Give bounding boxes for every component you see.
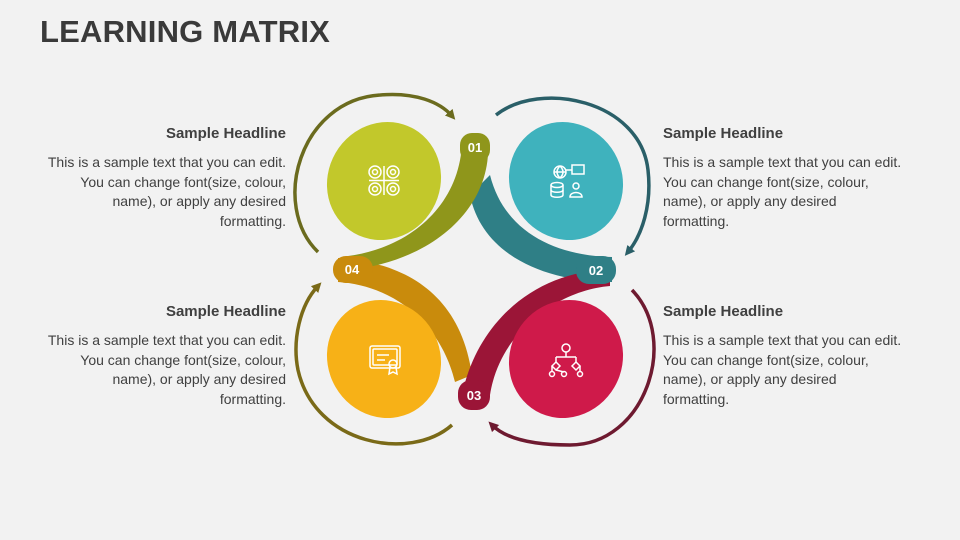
step-4-text-block: Sample Headline This is a sample text th… [46, 303, 286, 409]
step-3-headline: Sample Headline [663, 303, 784, 320]
step-4-arrow [294, 282, 454, 446]
step-3-badge: 03 [458, 380, 490, 410]
step-4-headline: Sample Headline [165, 303, 286, 320]
step-2-badge: 02 [576, 256, 616, 284]
step-2-text-block: Sample Headline This is a sample text th… [663, 125, 903, 231]
step-2-body: This is a sample text that you can edit.… [663, 154, 902, 229]
step-3-ribbon [462, 270, 610, 395]
step-2-oval [508, 121, 624, 241]
step-3-arrow [488, 288, 656, 447]
network-circles-icon [368, 165, 400, 196]
step-1-arrow [293, 92, 456, 254]
step-2-headline: Sample Headline [663, 125, 784, 142]
step-2-ribbon [470, 175, 612, 282]
step-1-headline: Sample Headline [165, 125, 286, 142]
step-3-number: 03 [467, 388, 481, 403]
data-sharing-icon [550, 164, 585, 198]
step-4-body: This is a sample text that you can edit.… [47, 332, 286, 407]
page-title: LEARNING MATRIX [40, 14, 331, 49]
certificate-icon [369, 345, 401, 376]
step-2-arrow [494, 96, 651, 256]
step-1-number: 01 [468, 140, 482, 155]
step-4-number: 04 [345, 262, 360, 277]
step-3-body: This is a sample text that you can edit.… [663, 332, 902, 407]
step-1-badge: 01 [460, 133, 490, 162]
hierarchy-tree-icon [548, 343, 584, 378]
step-3-text-block: Sample Headline This is a sample text th… [663, 303, 903, 409]
step-3-oval [508, 299, 624, 419]
step-2-number: 02 [589, 263, 603, 278]
step-1-text-block: Sample Headline This is a sample text th… [46, 125, 286, 231]
step-4-oval [326, 299, 442, 419]
step-1-body: This is a sample text that you can edit.… [47, 154, 286, 229]
step-4-badge: 04 [333, 256, 373, 283]
